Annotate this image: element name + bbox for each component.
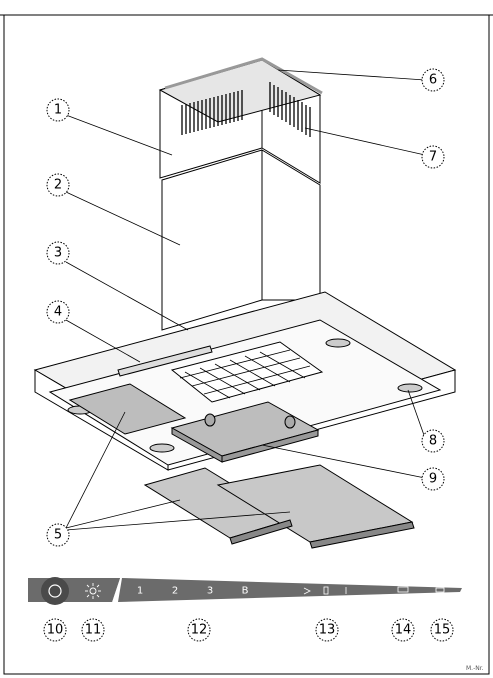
callout-7: 7 bbox=[422, 146, 444, 168]
callout-14: 14 bbox=[392, 619, 414, 641]
chimney bbox=[160, 59, 322, 330]
fan-speed-1-label: 1 bbox=[137, 586, 143, 597]
svg-text:11: 11 bbox=[85, 623, 102, 638]
callout-3: 3 bbox=[47, 242, 69, 264]
svg-text:9: 9 bbox=[429, 472, 437, 487]
svg-text:5: 5 bbox=[54, 528, 62, 543]
svg-text:13: 13 bbox=[319, 623, 336, 638]
fan-speed-3-label: 3 bbox=[207, 586, 213, 597]
svg-text:10: 10 bbox=[47, 623, 64, 638]
halogen-light-front-right bbox=[150, 444, 174, 452]
callout-5: 5 bbox=[47, 524, 69, 546]
svg-text:14: 14 bbox=[395, 623, 412, 638]
callout-12: 12 bbox=[188, 619, 210, 641]
callout-1: 1 bbox=[47, 99, 69, 121]
callout-10: 10 bbox=[44, 619, 66, 641]
svg-text:12: 12 bbox=[191, 623, 208, 638]
svg-text:4: 4 bbox=[54, 305, 62, 320]
svg-text:1: 1 bbox=[54, 103, 62, 118]
panel-wedge bbox=[118, 578, 462, 602]
callout-6: 6 bbox=[422, 69, 444, 91]
callout-4: 4 bbox=[47, 301, 69, 323]
svg-text:15: 15 bbox=[434, 623, 451, 638]
callout-9: 9 bbox=[422, 468, 444, 490]
svg-text:8: 8 bbox=[429, 434, 437, 449]
halogen-light-left bbox=[326, 339, 350, 347]
power-button bbox=[41, 577, 69, 605]
callout-15: 15 bbox=[431, 619, 453, 641]
svg-text:2: 2 bbox=[54, 178, 62, 193]
footer-code: M.-Nr. bbox=[466, 665, 484, 672]
boost-label: B bbox=[242, 586, 249, 597]
callout-8: 8 bbox=[422, 430, 444, 452]
grease-filters-removed bbox=[145, 465, 414, 548]
svg-text:6: 6 bbox=[429, 73, 437, 88]
control-panel: 1 2 3 B bbox=[28, 577, 462, 605]
svg-text:7: 7 bbox=[429, 150, 437, 165]
callout-11: 11 bbox=[82, 619, 104, 641]
callout-13: 13 bbox=[316, 619, 338, 641]
lower-chimney-front bbox=[162, 150, 262, 330]
halogen-light-right bbox=[398, 384, 422, 392]
fan-speed-2-label: 2 bbox=[172, 586, 178, 597]
panel-callouts: 10 11 12 13 14 15 bbox=[44, 619, 453, 641]
svg-text:3: 3 bbox=[54, 246, 62, 261]
callout-2: 2 bbox=[47, 174, 69, 196]
